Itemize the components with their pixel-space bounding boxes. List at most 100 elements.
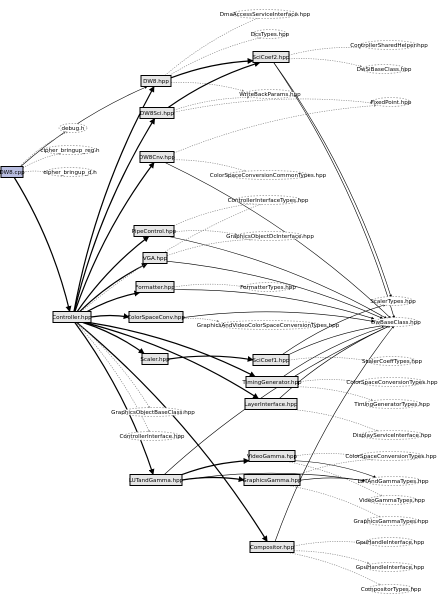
node-cipreg[interactable]: cipher_bringup_reg.h: [40, 145, 100, 155]
edge-ctrl-to-csc: [90, 313, 130, 320]
node-shape-gobj: [236, 231, 304, 241]
node-scicoef1[interactable]: SciCoef1.hpp: [252, 354, 290, 366]
node-dw8h[interactable]: DW8.hpp: [140, 75, 172, 87]
node-gphint[interactable]: GpuHandleInterface.hpp: [356, 537, 425, 547]
node-shape-dwsib: [361, 64, 407, 74]
node-sccoef[interactable]: ScalerCoeffTypes.hpp: [362, 356, 423, 366]
edge-tgen-to-dwbase: [283, 324, 390, 377]
node-fmt[interactable]: Formatter.hpp: [135, 281, 175, 293]
edge-ctrl-to-tgen: [88, 321, 256, 378]
node-gphint2[interactable]: GpuHandleInterface.hpp: [356, 562, 425, 572]
node-dwsib[interactable]: DwSiBaseClass.hpp: [357, 64, 412, 74]
node-cipdh[interactable]: cipher_bringup_d.h: [43, 167, 97, 177]
edge-comp-to-dwbase: [274, 325, 395, 542]
node-shape-ctlshr: [360, 40, 418, 50]
node-ctrl[interactable]: Controller.hpp: [52, 311, 92, 323]
node-dcstyp[interactable]: DcsTypes.hpp: [251, 29, 290, 39]
edge-layer: [13, 17, 396, 586]
node-shape-vgt: [367, 495, 417, 505]
edge-scicoef1-to-sctyp: [282, 303, 387, 355]
node-dmaacc[interactable]: DmaAccessServiceInterface.hpp: [220, 9, 311, 19]
edge-dw8sci-to-fixpt: [173, 98, 373, 113]
node-cscv2[interactable]: ColorSpaceConversionTypes.hpp: [345, 451, 437, 461]
node-lut[interactable]: LUTandGamma.hpp: [129, 474, 184, 486]
edge-tgen-to-tgtyp: [297, 386, 374, 401]
node-comp[interactable]: Compositor.hpp: [249, 541, 295, 553]
node-ctlint[interactable]: ControllerInterfaceTypes.hpp: [228, 195, 309, 205]
node-label-comp: Compositor.hpp: [250, 545, 294, 551]
node-label-ctlshr: ControllerSharedHelper.hpp: [350, 43, 428, 49]
node-shape-scicoef2: [252, 51, 290, 63]
node-lutt[interactable]: LUTAndGammaTypes.hpp: [357, 476, 429, 486]
edge-scicoef2-to-dwsib: [288, 58, 363, 68]
edge-dw8-to-debug: [19, 131, 69, 167]
node-fixpt[interactable]: FixedPoint.hpp: [371, 97, 412, 107]
node-shape-sccoef: [367, 356, 417, 366]
node-label-gphint: GpuHandleInterface.hpp: [356, 540, 425, 546]
node-ctlshr[interactable]: ControllerSharedHelper.hpp: [350, 40, 428, 50]
node-shape-csc: [128, 311, 184, 323]
node-shape-comptyp: [367, 584, 415, 594]
edge-ctrl-to-ctlif: [75, 322, 150, 433]
node-vgt[interactable]: VideoGammaTypes.hpp: [359, 495, 425, 505]
node-debug[interactable]: debug.h: [58, 123, 88, 133]
node-comptyp[interactable]: CompositorTypes.hpp: [361, 584, 422, 594]
node-shape-gobase: [121, 407, 185, 417]
node-gvcsc[interactable]: GraphicsAndVideoColorSpaceConversionType…: [197, 320, 340, 330]
node-vgam[interactable]: VideoGamma.hpp: [247, 450, 298, 462]
node-sctyp[interactable]: ScalerTypes.hpp: [370, 296, 416, 306]
edge-dw8h-to-dmaacc: [164, 17, 260, 76]
node-shape-fmt: [135, 281, 175, 293]
edge-scicoef1-to-dwbase: [288, 324, 385, 355]
node-label-csc: ColorSpaceConv.hpp: [127, 315, 185, 321]
node-tgtyp[interactable]: TimingGeneratorTypes.hpp: [353, 399, 430, 409]
node-ggt[interactable]: GraphicsGammaTypes.hpp: [354, 516, 429, 526]
node-shape-dw8h: [140, 75, 172, 87]
node-shape-ctlif: [123, 431, 181, 441]
node-shape-gvcsc: [215, 320, 321, 330]
node-wbpar[interactable]: WriteBackParams.hpp: [239, 89, 301, 99]
node-pipe[interactable]: PipeControl.hpp: [132, 225, 177, 237]
node-cscct[interactable]: ColorSpaceConversionCommonTypes.hpp: [210, 170, 327, 180]
node-scaler[interactable]: Scaler.hpp: [140, 353, 170, 365]
node-dw8cnv[interactable]: DW8Cnv.hpp: [139, 151, 176, 163]
edge-dw8cnv-to-dwbase: [164, 162, 392, 319]
node-label-lutt: LUTAndGammaTypes.hpp: [357, 479, 429, 485]
node-dw8sci[interactable]: DW8Sci.hpp: [139, 107, 175, 119]
node-label-fixpt: FixedPoint.hpp: [371, 100, 412, 106]
node-label-cscv2: ColorSpaceConversionTypes.hpp: [345, 454, 437, 460]
node-label-vgt: VideoGammaTypes.hpp: [359, 498, 425, 504]
node-dw8[interactable]: DW8.cpp: [0, 166, 25, 178]
node-label-tgen: TimingGenerator.hpp: [241, 380, 302, 386]
node-label-ggam: GraphicsGamma.hpp: [242, 478, 302, 484]
node-shape-dmaacc: [231, 9, 299, 19]
node-ggam[interactable]: GraphicsGamma.hpp: [242, 474, 302, 486]
node-scicoef2[interactable]: SciCoef2.hpp: [252, 51, 290, 63]
edge-vgam-to-cscv2: [294, 453, 360, 457]
node-ctlif[interactable]: ControllerInterface.hpp: [120, 431, 185, 441]
edge-fmt-to-dwbase: [173, 289, 375, 320]
node-shape-lutt: [364, 476, 422, 486]
node-lint[interactable]: LayerInterface.hpp: [244, 398, 298, 410]
node-dispsvc[interactable]: DisplayServiceInterface.hpp: [353, 430, 432, 440]
edge-ctrl-to-dw8cnv: [74, 162, 155, 312]
edge-vgam-to-lutt: [294, 460, 377, 478]
node-csc[interactable]: ColorSpaceConv.hpp: [127, 311, 185, 323]
node-label-cipreg: cipher_bringup_reg.h: [40, 148, 100, 154]
node-shape-lint: [244, 398, 298, 410]
node-tgen[interactable]: TimingGenerator.hpp: [241, 376, 302, 388]
node-label-vgam: VideoGamma.hpp: [247, 454, 298, 460]
edge-ctrl-to-pipe: [76, 236, 150, 312]
node-gobase[interactable]: GraphicsObjectBaseClass.hpp: [111, 407, 195, 417]
edge-ggam-to-lutt: [299, 477, 366, 482]
node-vga[interactable]: VGA.hpp: [142, 252, 168, 264]
edge-comp-to-gphint: [293, 541, 366, 547]
node-shape-cipdh: [45, 167, 95, 177]
node-gobj[interactable]: GraphicsObjectDcInterface.hpp: [226, 231, 314, 241]
node-fmttyp[interactable]: FormatterTypes.hpp: [240, 282, 296, 292]
edge-scicoef2-to-sctyp: [273, 62, 392, 298]
node-dwbase[interactable]: DwBaseClass.hpp: [371, 317, 421, 327]
node-label-dw8: DW8.cpp: [0, 170, 25, 176]
node-cscv[interactable]: ColorSpaceConversionTypes.hpp: [346, 377, 438, 387]
